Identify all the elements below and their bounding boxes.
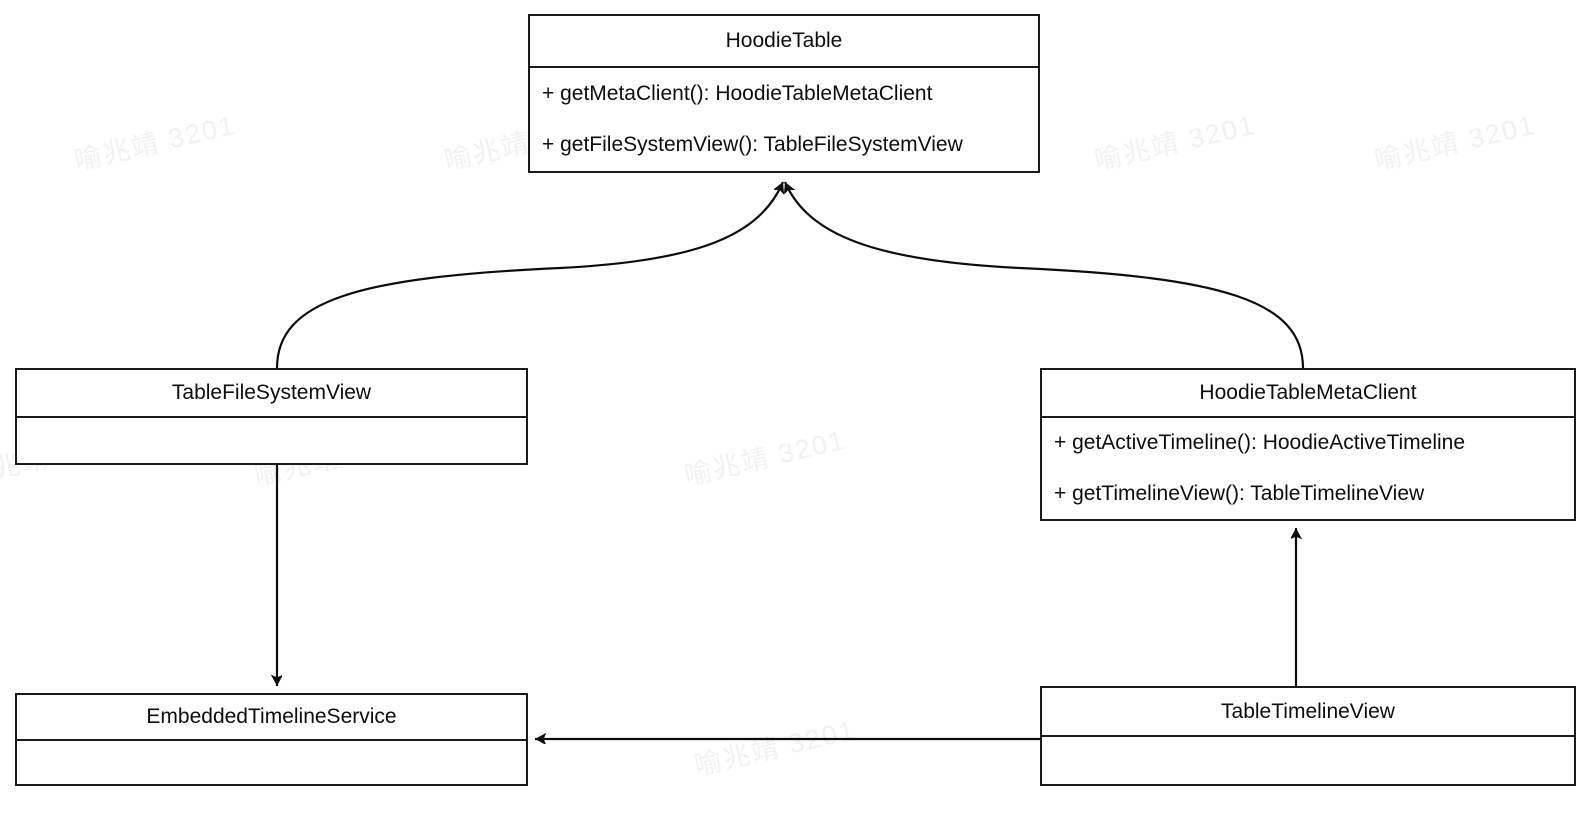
class-title-hoodie-table-meta-client: HoodieTableMetaClient bbox=[1042, 370, 1574, 418]
class-member: + getMetaClient(): HoodieTableMetaClient bbox=[542, 81, 933, 105]
class-member: + getTimelineView(): TableTimelineView bbox=[1054, 481, 1425, 505]
class-title-table-timeline-view: TableTimelineView bbox=[1042, 688, 1574, 737]
class-members-hoodie-table-meta-client: + getActiveTimeline(): HoodieActiveTimel… bbox=[1042, 418, 1574, 519]
class-title-embedded-timeline-service: EmbeddedTimelineService bbox=[17, 695, 526, 741]
edge-hoodietablemetaclient-to-hoodietable bbox=[785, 181, 1305, 369]
class-members-embedded-timeline-service bbox=[17, 741, 526, 784]
class-title-table-file-system-view: TableFileSystemView bbox=[17, 370, 526, 418]
class-box-table-file-system-view[interactable]: TableFileSystemView bbox=[15, 368, 528, 465]
class-title-hoodie-table: HoodieTable bbox=[530, 16, 1038, 68]
class-box-embedded-timeline-service[interactable]: EmbeddedTimelineService bbox=[15, 693, 528, 786]
class-box-hoodie-table[interactable]: HoodieTable + getMetaClient(): HoodieTab… bbox=[528, 14, 1040, 173]
class-member: + getActiveTimeline(): HoodieActiveTimel… bbox=[1054, 431, 1466, 454]
class-members-table-timeline-view bbox=[1042, 737, 1574, 784]
class-member: + getFileSystemView(): TableFileSystemVi… bbox=[542, 133, 963, 156]
class-members-hoodie-table: + getMetaClient(): HoodieTableMetaClient… bbox=[530, 68, 1038, 171]
class-box-table-timeline-view[interactable]: TableTimelineView bbox=[1040, 686, 1576, 786]
class-box-hoodie-table-meta-client[interactable]: HoodieTableMetaClient + getActiveTimelin… bbox=[1040, 368, 1576, 521]
edge-tablefilesystemview-to-hoodietable bbox=[275, 181, 783, 369]
class-members-table-file-system-view bbox=[17, 418, 526, 463]
